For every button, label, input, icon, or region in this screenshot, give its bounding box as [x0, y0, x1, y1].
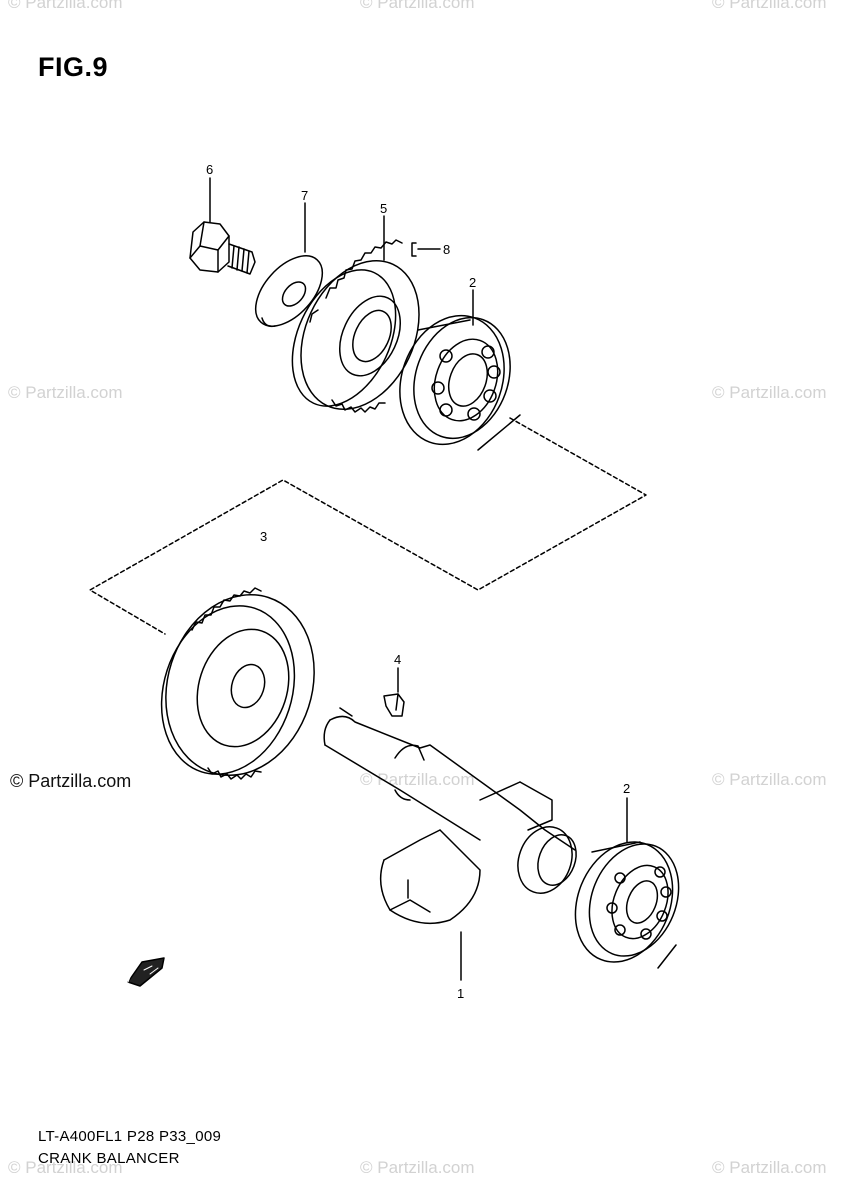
- part-washer: [254, 255, 324, 328]
- callout-2-bottom: 2: [623, 781, 630, 796]
- callout-5: 5: [380, 201, 387, 216]
- part-bearing-bottom: [574, 841, 680, 969]
- callout-4: 4: [394, 652, 401, 667]
- watermark: © Partzilla.com: [360, 1158, 475, 1177]
- callout-3: 3: [260, 529, 267, 544]
- part-bearing-top: [399, 314, 521, 451]
- watermark: © Partzilla.com: [360, 770, 475, 789]
- part-drive-gear: [160, 587, 315, 780]
- callout-6: 6: [206, 162, 213, 177]
- watermark: © Partzilla.com: [712, 1158, 827, 1177]
- model-code: LT-A400FL1 P28 P33_009: [38, 1128, 222, 1145]
- part-balancer-shaft: [323, 707, 577, 925]
- watermark: © Partzilla.com: [712, 770, 827, 789]
- watermark: © Partzilla.com: [8, 383, 123, 402]
- part-key: [383, 693, 405, 717]
- section-name: CRANK BALANCER: [38, 1150, 180, 1167]
- part-bolt: [189, 221, 256, 275]
- callout-7: 7: [301, 188, 308, 203]
- watermark: © Partzilla.com: [360, 0, 475, 12]
- watermark: © Partzilla.com: [712, 383, 827, 402]
- callout-1: 1: [457, 986, 464, 1001]
- watermark: © Partzilla.com: [8, 1158, 123, 1177]
- figure-title: FIG.9: [38, 52, 109, 82]
- watermark: © Partzilla.com: [8, 0, 123, 12]
- watermark-strong: © Partzilla.com: [10, 771, 132, 791]
- watermark: © Partzilla.com: [712, 0, 827, 12]
- callout-2-top: 2: [469, 275, 476, 290]
- callout-8: 8: [443, 242, 450, 257]
- front-arrow-icon: [127, 957, 165, 987]
- part-driven-gear: [291, 239, 420, 413]
